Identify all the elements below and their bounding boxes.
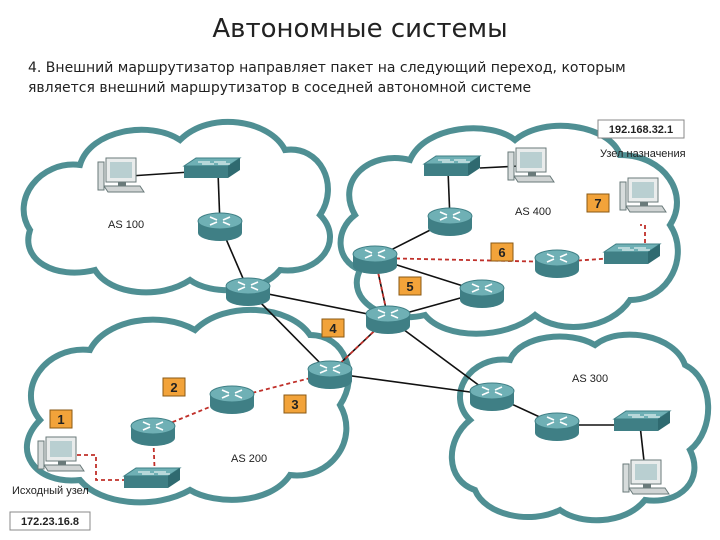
destination-ip-box: 192.168.32.1 — [597, 119, 685, 139]
switch-as400-right — [603, 243, 661, 265]
svg-text:2: 2 — [170, 380, 177, 395]
cloud-as100 — [20, 118, 333, 296]
svg-text:7: 7 — [594, 196, 601, 211]
step-badge-4: 4 — [321, 318, 345, 338]
step-badge-1: 1 — [49, 409, 73, 429]
source-ip-box: 172.23.16.8 — [9, 511, 91, 531]
svg-text:6: 6 — [498, 245, 505, 260]
svg-text:5: 5 — [406, 279, 413, 294]
router-as300-inner — [534, 412, 580, 442]
switch-as100 — [183, 157, 241, 179]
step-badge-2: 2 — [162, 377, 186, 397]
router-as200-edge — [307, 360, 353, 390]
as400-label: AS 400 — [515, 206, 551, 218]
pc-as300 — [622, 459, 670, 495]
cloud-as200 — [24, 307, 352, 506]
switch-as200 — [123, 467, 181, 489]
pc-as400 — [507, 147, 555, 183]
svg-text:4: 4 — [329, 321, 337, 336]
step-badge-6: 6 — [490, 242, 514, 262]
router-as400-mid — [459, 279, 505, 309]
switch-as300 — [613, 410, 671, 432]
router-as400-edge — [352, 245, 398, 275]
switch-as400-top — [423, 155, 481, 177]
step-badge-5: 5 — [398, 276, 422, 296]
as100-label: AS 100 — [108, 219, 144, 231]
page-title: Автономные системы — [212, 14, 508, 44]
router-as300-edge — [469, 382, 515, 412]
router-as200-mid — [209, 385, 255, 415]
destination-label: Узел назначения — [600, 148, 686, 160]
page-subtitle: 4. Внешний маршрутизатор направляет паке… — [28, 60, 626, 96]
as200-label: AS 200 — [231, 453, 267, 465]
source-label: Исходный узел — [12, 485, 89, 497]
step-badge-3: 3 — [283, 394, 307, 414]
svg-text:172.23.16.8: 172.23.16.8 — [21, 516, 79, 528]
router-as400-right — [534, 249, 580, 279]
router-as400-inner — [427, 207, 473, 237]
step-badge-7: 7 — [586, 193, 610, 213]
router-core-5 — [365, 305, 411, 335]
as300-label: AS 300 — [572, 373, 608, 385]
router-as100-inner — [197, 212, 243, 242]
svg-text:1: 1 — [57, 412, 64, 427]
cloud-as300 — [448, 331, 712, 524]
pc-destination — [619, 177, 667, 213]
svg-text:192.168.32.1: 192.168.32.1 — [609, 124, 673, 136]
router-as200-inner — [130, 417, 176, 447]
pc-source — [37, 436, 85, 472]
router-as100-edge — [225, 277, 271, 307]
svg-text:3: 3 — [291, 397, 298, 412]
